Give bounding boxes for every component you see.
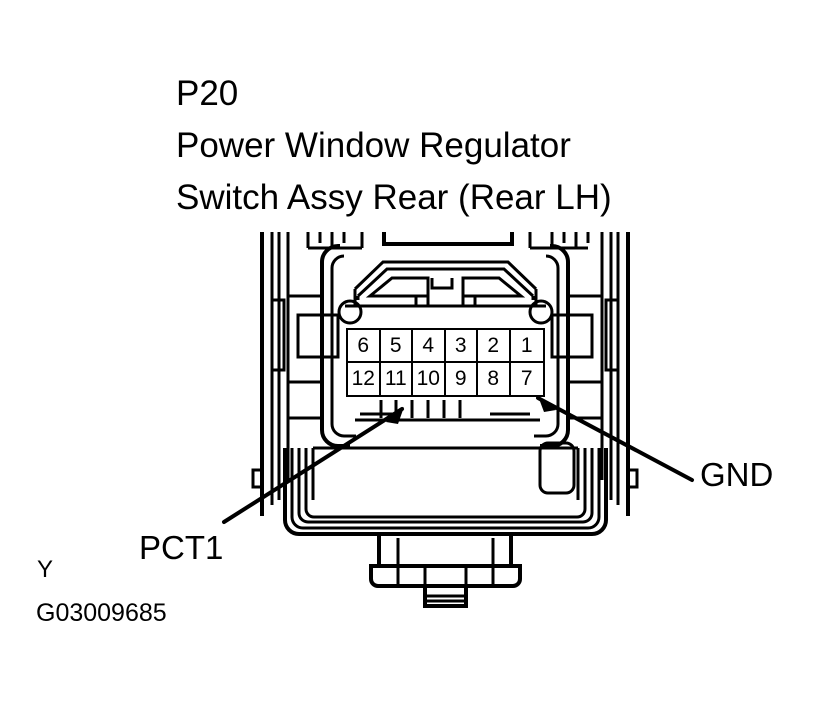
pin-cell-10[interactable]: 10	[413, 362, 446, 395]
pin-cell-7[interactable]: 7	[510, 362, 543, 395]
body-right-window	[550, 313, 594, 359]
leader-line-pct1	[222, 407, 404, 524]
shroud-corner-top-right	[550, 244, 570, 263]
body-left-slot	[272, 298, 286, 372]
pin-cell-6[interactable]: 6	[348, 330, 381, 363]
shroud-corner-bottom-left	[320, 429, 350, 448]
alignment-hole-right	[528, 299, 554, 325]
latch-window-left	[365, 276, 430, 298]
leader-line-gnd	[536, 396, 694, 482]
diagram-title-block: P20 Power Window Regulator Switch Assy R…	[176, 68, 796, 224]
figure-id-label: G03009685	[36, 599, 167, 627]
shroud-inner-corner-bottom-right	[534, 423, 560, 438]
latch-center-notch-walls	[414, 296, 477, 306]
connector-color-code: Y	[37, 556, 54, 583]
lower-housing-outline-2	[290, 448, 601, 530]
terminal-stubs	[379, 400, 462, 418]
body-left-window	[296, 313, 340, 359]
shroud-corner-top-left	[320, 244, 340, 263]
lower-housing-outline-1	[283, 448, 608, 536]
pin-cell-11[interactable]: 11	[380, 362, 413, 395]
arrowhead-gnd	[538, 396, 556, 412]
pin-cell-5[interactable]: 5	[380, 330, 413, 363]
latch-center-notch-upper	[430, 278, 454, 290]
latch-inner-outline	[356, 267, 535, 298]
body-right-slot	[604, 298, 618, 372]
pin-cell-1[interactable]: 1	[510, 330, 543, 363]
lower-housing-outline-4	[304, 448, 587, 519]
lower-housing-boss	[538, 441, 576, 495]
latch-outer-outline	[353, 260, 538, 291]
pin-cell-12[interactable]: 12	[348, 362, 381, 395]
latch-inner-sides	[356, 296, 535, 300]
top-center-bracket	[382, 232, 514, 246]
pin-cell-8[interactable]: 8	[478, 362, 511, 395]
pin-cell-2[interactable]: 2	[478, 330, 511, 363]
callout-label-pct1: PCT1	[139, 529, 224, 566]
latch-center-notch-lower	[426, 296, 465, 308]
connector-code-title: P20	[176, 74, 239, 113]
top-right-tab-teeth	[550, 232, 590, 248]
shroud-inner-corner-top-left	[330, 254, 345, 269]
connector-name-line-2: Switch Assy Rear (Rear LH)	[176, 178, 612, 217]
outer-rail-left-tab	[251, 468, 262, 489]
connector-name-line-1: Power Window Regulator	[176, 126, 571, 165]
stem-collar	[369, 564, 522, 588]
pin-cell-3[interactable]: 3	[445, 330, 478, 363]
arrowhead-pct1	[386, 407, 404, 424]
alignment-hole-left	[337, 299, 363, 325]
pin-cell-4[interactable]: 4	[413, 330, 446, 363]
latch-window-right	[461, 276, 526, 298]
top-left-tab-teeth	[306, 232, 346, 248]
pin-cell-9[interactable]: 9	[445, 362, 478, 395]
stem-collar-dividers	[396, 566, 495, 586]
callout-label-gnd: GND	[700, 456, 774, 493]
lower-housing-outline-3	[297, 448, 594, 524]
shroud-inner-corner-bottom-left	[330, 423, 356, 438]
shroud-inner-corner-top-right	[545, 254, 560, 269]
outer-rail-right-tab	[628, 468, 639, 489]
connector-pin-grid: 6 5 4 3 2 1 12 11 10 9 8 7	[346, 328, 545, 397]
